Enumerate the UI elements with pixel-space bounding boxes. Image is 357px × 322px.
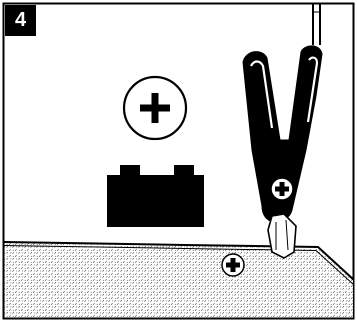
car-battery-icon: [107, 165, 204, 227]
ground-edge-inner: [3, 245, 355, 286]
plus-circle-icon: [122, 75, 188, 141]
step-number-badge: 4: [5, 5, 36, 36]
jumper-clamp-icon: [242, 45, 323, 259]
ground-surface: [4, 242, 353, 318]
ground-edge: [3, 241, 355, 281]
jumper-cable: [312, 4, 321, 45]
ground-point-plus-icon: [221, 253, 245, 277]
